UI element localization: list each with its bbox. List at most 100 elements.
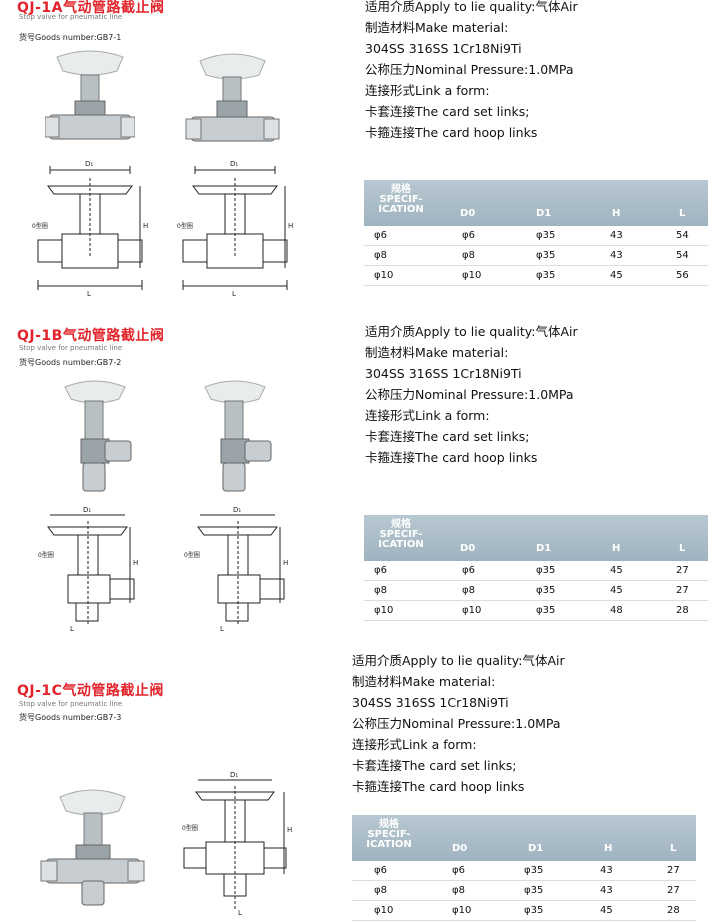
cell: 45 — [610, 585, 623, 596]
cell: φ35 — [536, 585, 556, 596]
cell: 43 — [600, 865, 613, 876]
valve-photo-tee — [40, 789, 145, 906]
header-h: H — [604, 843, 613, 854]
cell: φ6 — [374, 865, 387, 876]
cell: φ10 — [462, 270, 482, 281]
header-spec: 规格 SPECIF-ICATION — [378, 184, 424, 215]
spec-line: 连接形式Link a form: — [365, 408, 490, 423]
cell: 43 — [610, 230, 623, 241]
cell: φ10 — [452, 905, 472, 916]
goods-number: 货号Goods number:GB7-3 — [19, 713, 122, 722]
cell: φ35 — [524, 865, 544, 876]
label-d1: D₁ — [233, 506, 241, 514]
section-qj-1a: QJ-1A气动管路截止阀 Stop valve for pneumatic li… — [0, 0, 712, 310]
cell: φ10 — [374, 270, 394, 281]
product-title: QJ-1B气动管路截止阀 — [17, 328, 165, 344]
product-subtitle: Stop valve for pneumatic line — [19, 13, 123, 21]
header-l: L — [679, 208, 686, 219]
product-subtitle: Stop valve for pneumatic line — [19, 700, 123, 708]
product-title: QJ-1A气动管路截止阀 — [17, 0, 165, 16]
cell: 45 — [610, 270, 623, 281]
table-row: φ8 φ8 φ35 43 54 — [364, 246, 708, 266]
label-h: H — [283, 559, 288, 567]
label-h: H — [287, 826, 292, 834]
label-h: H — [143, 222, 148, 230]
spec-line: 制造材料Make material: — [365, 20, 509, 35]
label-d1: D₁ — [85, 160, 93, 168]
label-d1: D₁ — [230, 160, 238, 168]
cell: 54 — [676, 250, 689, 261]
label-oring: 0型圈 — [32, 222, 48, 230]
label-d1: D₁ — [83, 506, 91, 514]
header-d0: D0 — [452, 843, 468, 854]
label-d1: D₁ — [230, 771, 238, 779]
cell: φ8 — [374, 885, 387, 896]
header-d1: D1 — [536, 208, 552, 219]
table-header: 规格 SPECIF-ICATION D0 D1 H L — [352, 815, 696, 861]
cell: φ10 — [374, 605, 394, 616]
section-qj-1c: QJ-1C气动管路截止阀 Stop valve for pneumatic li… — [0, 648, 712, 923]
spec-line: 卡套连接The card set links; — [365, 429, 530, 444]
valve-drawing-4: D₁ H L 0型圈 — [184, 506, 288, 633]
spec-line: 卡箍连接The card hoop links — [365, 125, 538, 140]
valve-drawing-2: D₁ H L 0型圈 — [177, 160, 293, 298]
cell: φ35 — [536, 250, 556, 261]
valve-drawing-5: D₁ H L 0型圈 — [182, 771, 292, 917]
cell: 45 — [600, 905, 613, 916]
cell: φ10 — [374, 905, 394, 916]
valve-photo-angle-alt — [204, 380, 272, 492]
cell: 56 — [676, 270, 689, 281]
cell: 43 — [600, 885, 613, 896]
spec-line: 连接形式Link a form: — [352, 737, 477, 752]
spec-text: 适用介质Apply to lie quality:气体Air 制造材料Make … — [365, 0, 578, 143]
spec-line: 公称压力Nominal Pressure:1.0MPa — [352, 716, 561, 731]
spec-line: 卡箍连接The card hoop links — [352, 779, 525, 794]
header-d1: D1 — [528, 843, 544, 854]
cell: φ6 — [374, 565, 387, 576]
cell: 27 — [676, 565, 689, 576]
table-row: φ8 φ8 φ35 43 27 — [352, 881, 696, 901]
cell: 45 — [610, 565, 623, 576]
header-d1: D1 — [536, 543, 552, 554]
label-l: L — [232, 290, 236, 298]
cell: 48 — [610, 605, 623, 616]
spec-line: 卡套连接The card set links; — [352, 758, 517, 773]
label-h: H — [133, 559, 138, 567]
product-title: QJ-1C气动管路截止阀 — [17, 683, 164, 699]
cell: φ35 — [536, 605, 556, 616]
header-d0: D0 — [460, 208, 476, 219]
cell: 28 — [676, 605, 689, 616]
header-spec: 规格 SPECIF-ICATION — [366, 819, 412, 850]
header-d0: D0 — [460, 543, 476, 554]
cell: φ6 — [452, 865, 465, 876]
table-row: φ10 φ10 φ35 45 56 — [364, 266, 708, 286]
cell: φ6 — [462, 565, 475, 576]
header-l: L — [670, 843, 677, 854]
cell: 28 — [667, 905, 680, 916]
cell: 54 — [676, 230, 689, 241]
cell: φ35 — [536, 230, 556, 241]
cell: φ8 — [462, 250, 475, 261]
product-subtitle: Stop valve for pneumatic line — [19, 344, 123, 352]
label-l: L — [220, 625, 224, 633]
label-l: L — [87, 290, 91, 298]
goods-number: 货号Goods number:GB7-2 — [19, 358, 122, 367]
label-oring: 0型圈 — [182, 824, 198, 832]
table-row: φ6 φ6 φ35 45 27 — [364, 561, 708, 581]
goods-number: 货号Goods number:GB7-1 — [19, 33, 122, 42]
table-header: 规格 SPECIF-ICATION D0 D1 H L — [364, 515, 708, 561]
label-oring: 0型圈 — [184, 551, 200, 559]
table-row: φ6 φ6 φ35 43 27 — [352, 861, 696, 881]
spec-line: 公称压力Nominal Pressure:1.0MPa — [365, 62, 574, 77]
spec-line: 卡套连接The card set links; — [365, 104, 530, 119]
spec-line: 连接形式Link a form: — [365, 83, 490, 98]
table-header: 规格 SPECIF-ICATION D0 D1 H L — [364, 180, 708, 226]
spec-table: 规格 SPECIF-ICATION D0 D1 H L φ6 φ6 φ35 43… — [352, 815, 696, 921]
header-l: L — [679, 543, 686, 554]
section-qj-1b: QJ-1B气动管路截止阀 Stop valve for pneumatic li… — [0, 320, 712, 633]
spec-line: 304SS 316SS 1Cr18Ni9Ti — [352, 695, 509, 710]
label-oring: 0型圈 — [38, 551, 54, 559]
spec-line: 公称压力Nominal Pressure:1.0MPa — [365, 387, 574, 402]
label-h: H — [288, 222, 293, 230]
table-row: φ10 φ10 φ35 45 28 — [352, 901, 696, 921]
